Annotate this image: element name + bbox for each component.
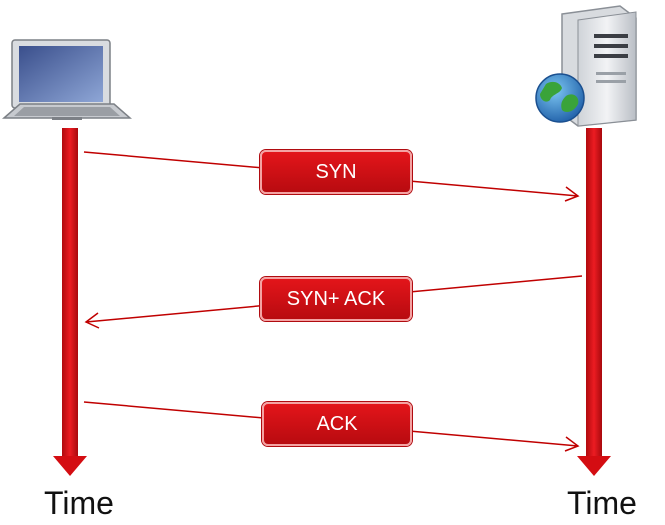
- laptop-icon: [2, 39, 132, 120]
- syn-ack-label: SYN+ ACK: [260, 277, 412, 321]
- client-timeline: [53, 128, 87, 476]
- server-globe-icon: [535, 5, 637, 127]
- syn-label: SYN: [260, 150, 412, 194]
- client-time-label: Time: [44, 485, 114, 521]
- server-timeline: [577, 128, 611, 476]
- ack-label: ACK: [262, 402, 412, 446]
- server-time-label: Time: [567, 485, 637, 521]
